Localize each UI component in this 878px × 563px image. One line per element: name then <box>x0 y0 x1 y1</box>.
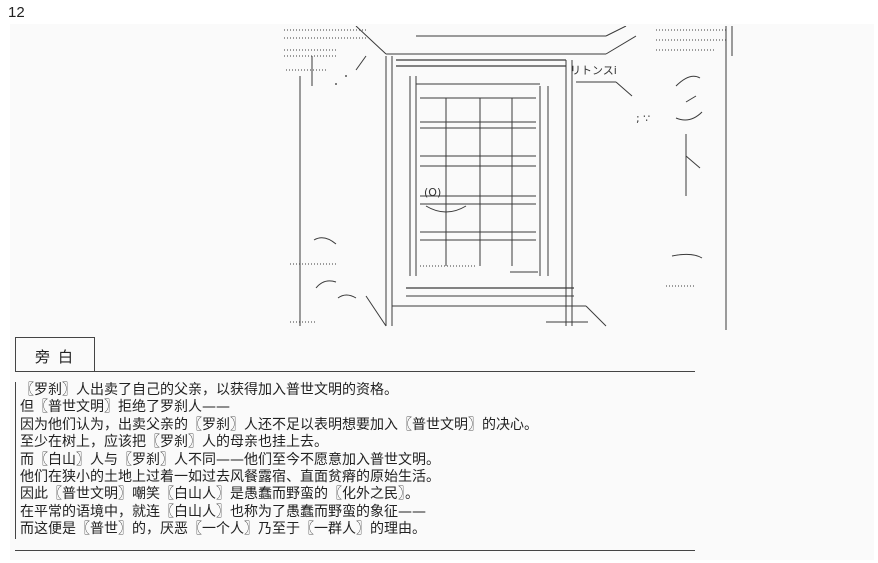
narration-line: 因为他们认为，出卖父亲的〖罗刹〗人还不足以表明想要加入〖普世文明〗的决心。 <box>15 416 705 435</box>
svg-text:(O): (O) <box>424 186 441 199</box>
ascii-art-drawing: (O) リトンスi <box>284 26 733 330</box>
content-panel <box>10 24 874 560</box>
window-frame <box>385 56 573 326</box>
window-panes <box>420 97 538 273</box>
narration-text: 〖罗刹〗人出卖了自己的父亲，以获得加入普世文明的资格。 但〖普世文明〗拒绝了罗刹… <box>15 382 705 539</box>
window-sill <box>365 287 607 327</box>
shop-sign: リトンスi <box>570 64 633 97</box>
left-figure <box>313 55 367 299</box>
narration-line: 但〖普世文明〗拒绝了罗刹人—— <box>15 399 705 417</box>
narration-line: 而〖白山〗人与〖罗刹〗人不同——他们至今不愿意加入普世文明。 <box>15 451 705 469</box>
right-tree: ; ∵ <box>636 26 733 330</box>
narration-box-top-border <box>15 371 695 372</box>
narration-line: 他们在狭小的土地上过着一如过去风餐露宿、直面贫瘠的原始生活。 <box>15 468 705 487</box>
svg-text:; ∵: ; ∵ <box>636 112 650 125</box>
narration-line: 至少在树上，应该把〖罗刹〗人的母亲也挂上去。 <box>15 434 705 452</box>
narration-box-bottom-border <box>15 550 695 551</box>
narration-line: 而这便是〖普世〗的，厌恶〖一个人〗乃至于〖一群人〗的理由。 <box>15 521 705 539</box>
narrator-label: 旁白 <box>34 348 81 366</box>
narration-line: 因此〖普世文明〗嘲笑〖白山人〗是愚蠢而野蛮的〖化外之民〗。 <box>15 486 705 504</box>
narration-line: 〖罗刹〗人出卖了自己的父亲，以获得加入普世文明的资格。 <box>15 382 705 400</box>
face-in-window: (O) <box>424 186 467 213</box>
ascii-art-illustration: (O) リトンスi <box>276 26 746 330</box>
sign-text: リトンスi <box>570 64 617 77</box>
narrator-tab: 旁白 <box>15 337 95 371</box>
page-number: 12 <box>8 4 25 21</box>
roof-lines <box>355 26 637 55</box>
left-wall-texture <box>284 29 366 326</box>
narration-line: 在平常的语境中，就连〖白山人〗也称为了愚蠢而野蛮的象征—— <box>15 503 705 522</box>
